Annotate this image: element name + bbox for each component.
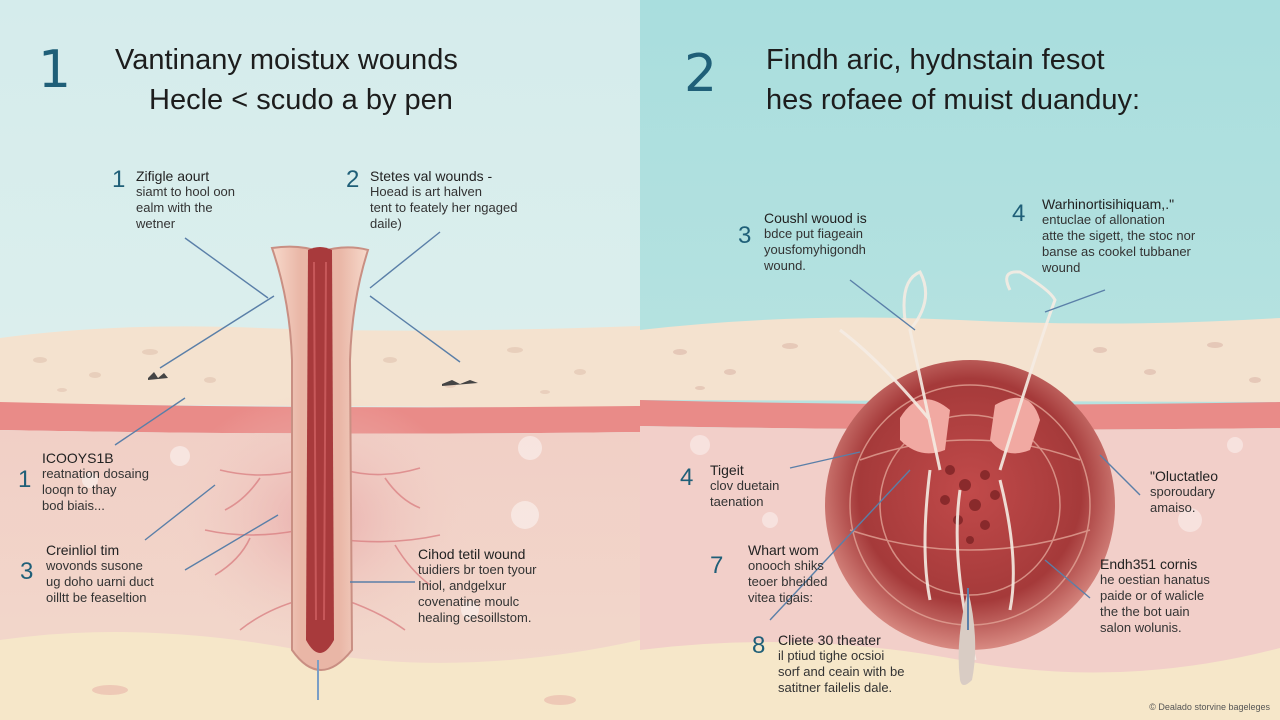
- right-leader-lines: [769, 279, 1141, 621]
- callout-line: paide or of walicle: [1100, 588, 1205, 603]
- callout-line: "Oluctatleo: [1150, 468, 1219, 484]
- callout-number: 1: [112, 166, 126, 193]
- callout-line: reatnation dosaing: [42, 466, 149, 481]
- callout-line: satitner failelis dale.: [778, 680, 893, 695]
- callout-line: daile): [370, 216, 402, 231]
- callout-line: tent to feately her ngaged: [370, 200, 518, 215]
- callout-number: 1: [18, 466, 32, 493]
- panel-1-title-line-2: Hecle < scudo a by pen: [149, 84, 453, 116]
- callout-line: onooch shiks: [748, 558, 824, 573]
- panel-1-number: 1: [38, 40, 72, 100]
- right-epidermis-speckles: [673, 342, 1261, 390]
- left-bubbles: [82, 436, 542, 619]
- callout-line: salon wolunis.: [1100, 620, 1182, 635]
- left-wound-core: [306, 247, 334, 653]
- callout-line: he oestian hanatus: [1100, 572, 1210, 587]
- callout-line: wound.: [764, 258, 806, 273]
- callout-line: teoer bheided: [748, 574, 828, 589]
- callout-line: bdce put fiageain: [764, 226, 864, 241]
- callout-line: Warhinortisihiquam,.": [1042, 196, 1175, 212]
- right-granulation-dots: [940, 465, 1000, 544]
- callout-line: Creinliol tim: [46, 542, 120, 558]
- panel-2-title-line-2: hes rofaee of muist duanduy:: [766, 84, 1141, 116]
- callout-line: tuidiers br toen tyour: [418, 562, 537, 577]
- callout-line: wovonds susone: [46, 558, 143, 573]
- callout-line: Hoead is art halven: [370, 184, 483, 199]
- callout-line: il ptiud tighe ocsioi: [778, 648, 885, 663]
- right-bubbles: [690, 435, 1243, 532]
- right-exudate-drip: [958, 590, 976, 685]
- callout-line: siamt to hool oon: [136, 184, 236, 199]
- callout-line: covenatine moulc: [418, 594, 520, 609]
- callout-line: bod biais...: [42, 498, 105, 513]
- callout-line: healing cesoillstom.: [418, 610, 532, 625]
- callout-number: 7: [710, 552, 724, 579]
- callout-line: ICOOYS1B: [42, 450, 114, 466]
- callout-line: looqn to thay: [42, 482, 117, 497]
- callout-number: 4: [680, 464, 694, 491]
- callout-number: 2: [346, 166, 360, 193]
- panel-1-title: Vantinany moistux wounds Hecle < scudo a…: [115, 40, 458, 120]
- image-credit: © Dealado storvine bageleges: [1149, 702, 1270, 712]
- callout-line: Cliete 30 theater: [778, 632, 881, 648]
- callout-line: oilltt be feaseltion: [46, 590, 147, 605]
- panel-1-title-line-1: Vantinany moistux wounds: [115, 44, 458, 76]
- right-subcutaneous-layer: [640, 642, 1280, 720]
- left-leader-lines: [114, 231, 461, 583]
- right-tissue-lobe: [900, 399, 950, 454]
- callout-line: wetner: [136, 216, 176, 231]
- callout-line: clov duetain: [710, 478, 780, 493]
- callout-line: Tigeit: [710, 462, 744, 478]
- callout-line: wound: [1042, 260, 1081, 275]
- callout-number: 4: [1012, 200, 1026, 227]
- callout-line: sporoudary: [1150, 484, 1216, 499]
- callout-line: vitea tigais:: [748, 590, 814, 605]
- callout-line: ealm with the: [136, 200, 213, 215]
- callout-line: amaiso.: [1150, 500, 1196, 515]
- callout-line: Cihod tetil wound: [418, 546, 526, 562]
- left-epidermis-speckles: [33, 347, 586, 394]
- panel-2-title: Findh aric, hydnstain fesot hes rofaee o…: [766, 40, 1140, 120]
- callout-line: ug doho uarni duct: [46, 574, 154, 589]
- callout-line: Coushl wouod is: [764, 210, 867, 226]
- left-marker-scribbles: [148, 372, 478, 386]
- callout-line: Zifigle aourt: [136, 168, 210, 184]
- right-epidermis: [640, 317, 1280, 402]
- callout-line: the the bot uain: [1100, 604, 1190, 619]
- callout-line: Endh351 cornis: [1100, 556, 1198, 572]
- callout-line: banse as cookel tubbaner: [1042, 244, 1191, 259]
- left-subcutaneous-layer: [0, 632, 640, 720]
- callout-line: Stetes val wounds -: [370, 168, 493, 184]
- callout-number: 8: [752, 632, 766, 659]
- panel-2-title-line-1: Findh aric, hydnstain fesot: [766, 44, 1105, 76]
- callout-line: yousfomyhigondh: [764, 242, 866, 257]
- callout-number: 3: [738, 222, 752, 249]
- callout-line: entuclae of allonation: [1042, 212, 1165, 227]
- panel-2-number: 2: [684, 44, 718, 104]
- callout-line: Whart wom: [748, 542, 819, 558]
- callout-line: atte the sigett, the stoc nor: [1042, 228, 1196, 243]
- callout-line: Iniol, andgelxur: [418, 578, 507, 593]
- callout-line: taenation: [710, 494, 764, 509]
- callout-line: sorf and ceain with be: [778, 664, 905, 679]
- callout-number: 3: [20, 558, 34, 585]
